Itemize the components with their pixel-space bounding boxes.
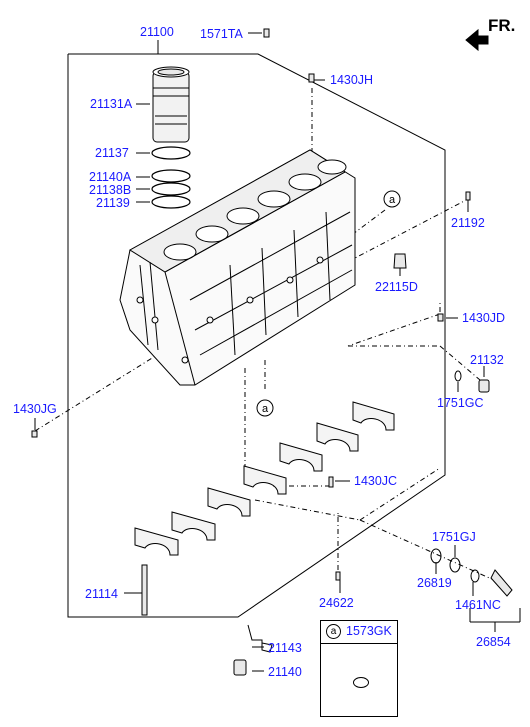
callout-letter-top: a <box>389 194 396 206</box>
plug-22115d <box>393 253 407 269</box>
label-24622: 24622 <box>319 596 354 610</box>
label-1461nc: 1461NC <box>455 598 501 612</box>
gasket-1751gc <box>454 370 462 382</box>
label-1430jc: 1430JC <box>354 474 398 488</box>
pin-1430jc <box>328 476 334 488</box>
legend-letter: a <box>326 624 341 639</box>
legend-header: a 1573GK <box>321 621 397 644</box>
pin-21192 <box>465 191 471 201</box>
oil-jet-21143 <box>247 624 273 653</box>
label-21131a: 21131A <box>90 97 133 111</box>
plug-21132 <box>478 379 490 393</box>
legend-code: 1573GK <box>346 624 392 638</box>
label-21138b: 21138B <box>89 183 132 197</box>
label-21100: 21100 <box>140 25 174 39</box>
label-1430jg: 1430JG <box>13 402 57 416</box>
plug-1430jg <box>31 430 38 438</box>
direction-label: FR. <box>488 16 516 35</box>
gasket-26819 <box>430 548 442 564</box>
label-21114: 21114 <box>85 587 118 601</box>
label-21132: 21132 <box>470 353 504 367</box>
label-21143: 21143 <box>268 641 302 655</box>
gasket-1461nc <box>470 569 480 583</box>
label-1751gc: 1751GC <box>437 396 484 410</box>
o-rings <box>151 146 191 209</box>
plug-1430jh <box>308 73 315 83</box>
label-21137: 21137 <box>95 146 129 160</box>
label-1430jd: 1430JD <box>462 311 506 325</box>
label-26854: 26854 <box>476 635 511 649</box>
label-21139: 21139 <box>96 196 130 210</box>
label-21140a: 21140A <box>89 170 132 184</box>
plug-1571ta <box>263 28 270 38</box>
cylinder-block <box>119 149 356 386</box>
label-21140: 21140 <box>268 665 302 679</box>
gasket-1751gj <box>449 557 461 573</box>
plug-1430jd <box>437 313 444 322</box>
label-22115d: 22115D <box>375 280 418 294</box>
bolt-21114 <box>141 564 148 616</box>
label-1751gj: 1751GJ <box>432 530 476 544</box>
legend-box: a 1573GK <box>320 620 398 717</box>
label-1430jh: 1430JH <box>330 73 374 87</box>
cylinder-liner <box>152 66 190 143</box>
callout-circles <box>256 190 401 417</box>
label-26819: 26819 <box>417 576 452 590</box>
bolt-21140 <box>233 659 247 676</box>
main-bearing-caps <box>134 401 395 556</box>
pin-24622 <box>335 571 341 581</box>
assembly-frame <box>67 53 446 618</box>
callout-letter-bottom: a <box>262 403 269 415</box>
sensor-26854 <box>490 569 513 597</box>
label-21192: 21192 <box>451 216 485 230</box>
legend-part-icon <box>353 677 369 688</box>
label-1571ta: 1571TA <box>200 27 243 41</box>
front-direction-arrow-icon <box>465 28 489 52</box>
